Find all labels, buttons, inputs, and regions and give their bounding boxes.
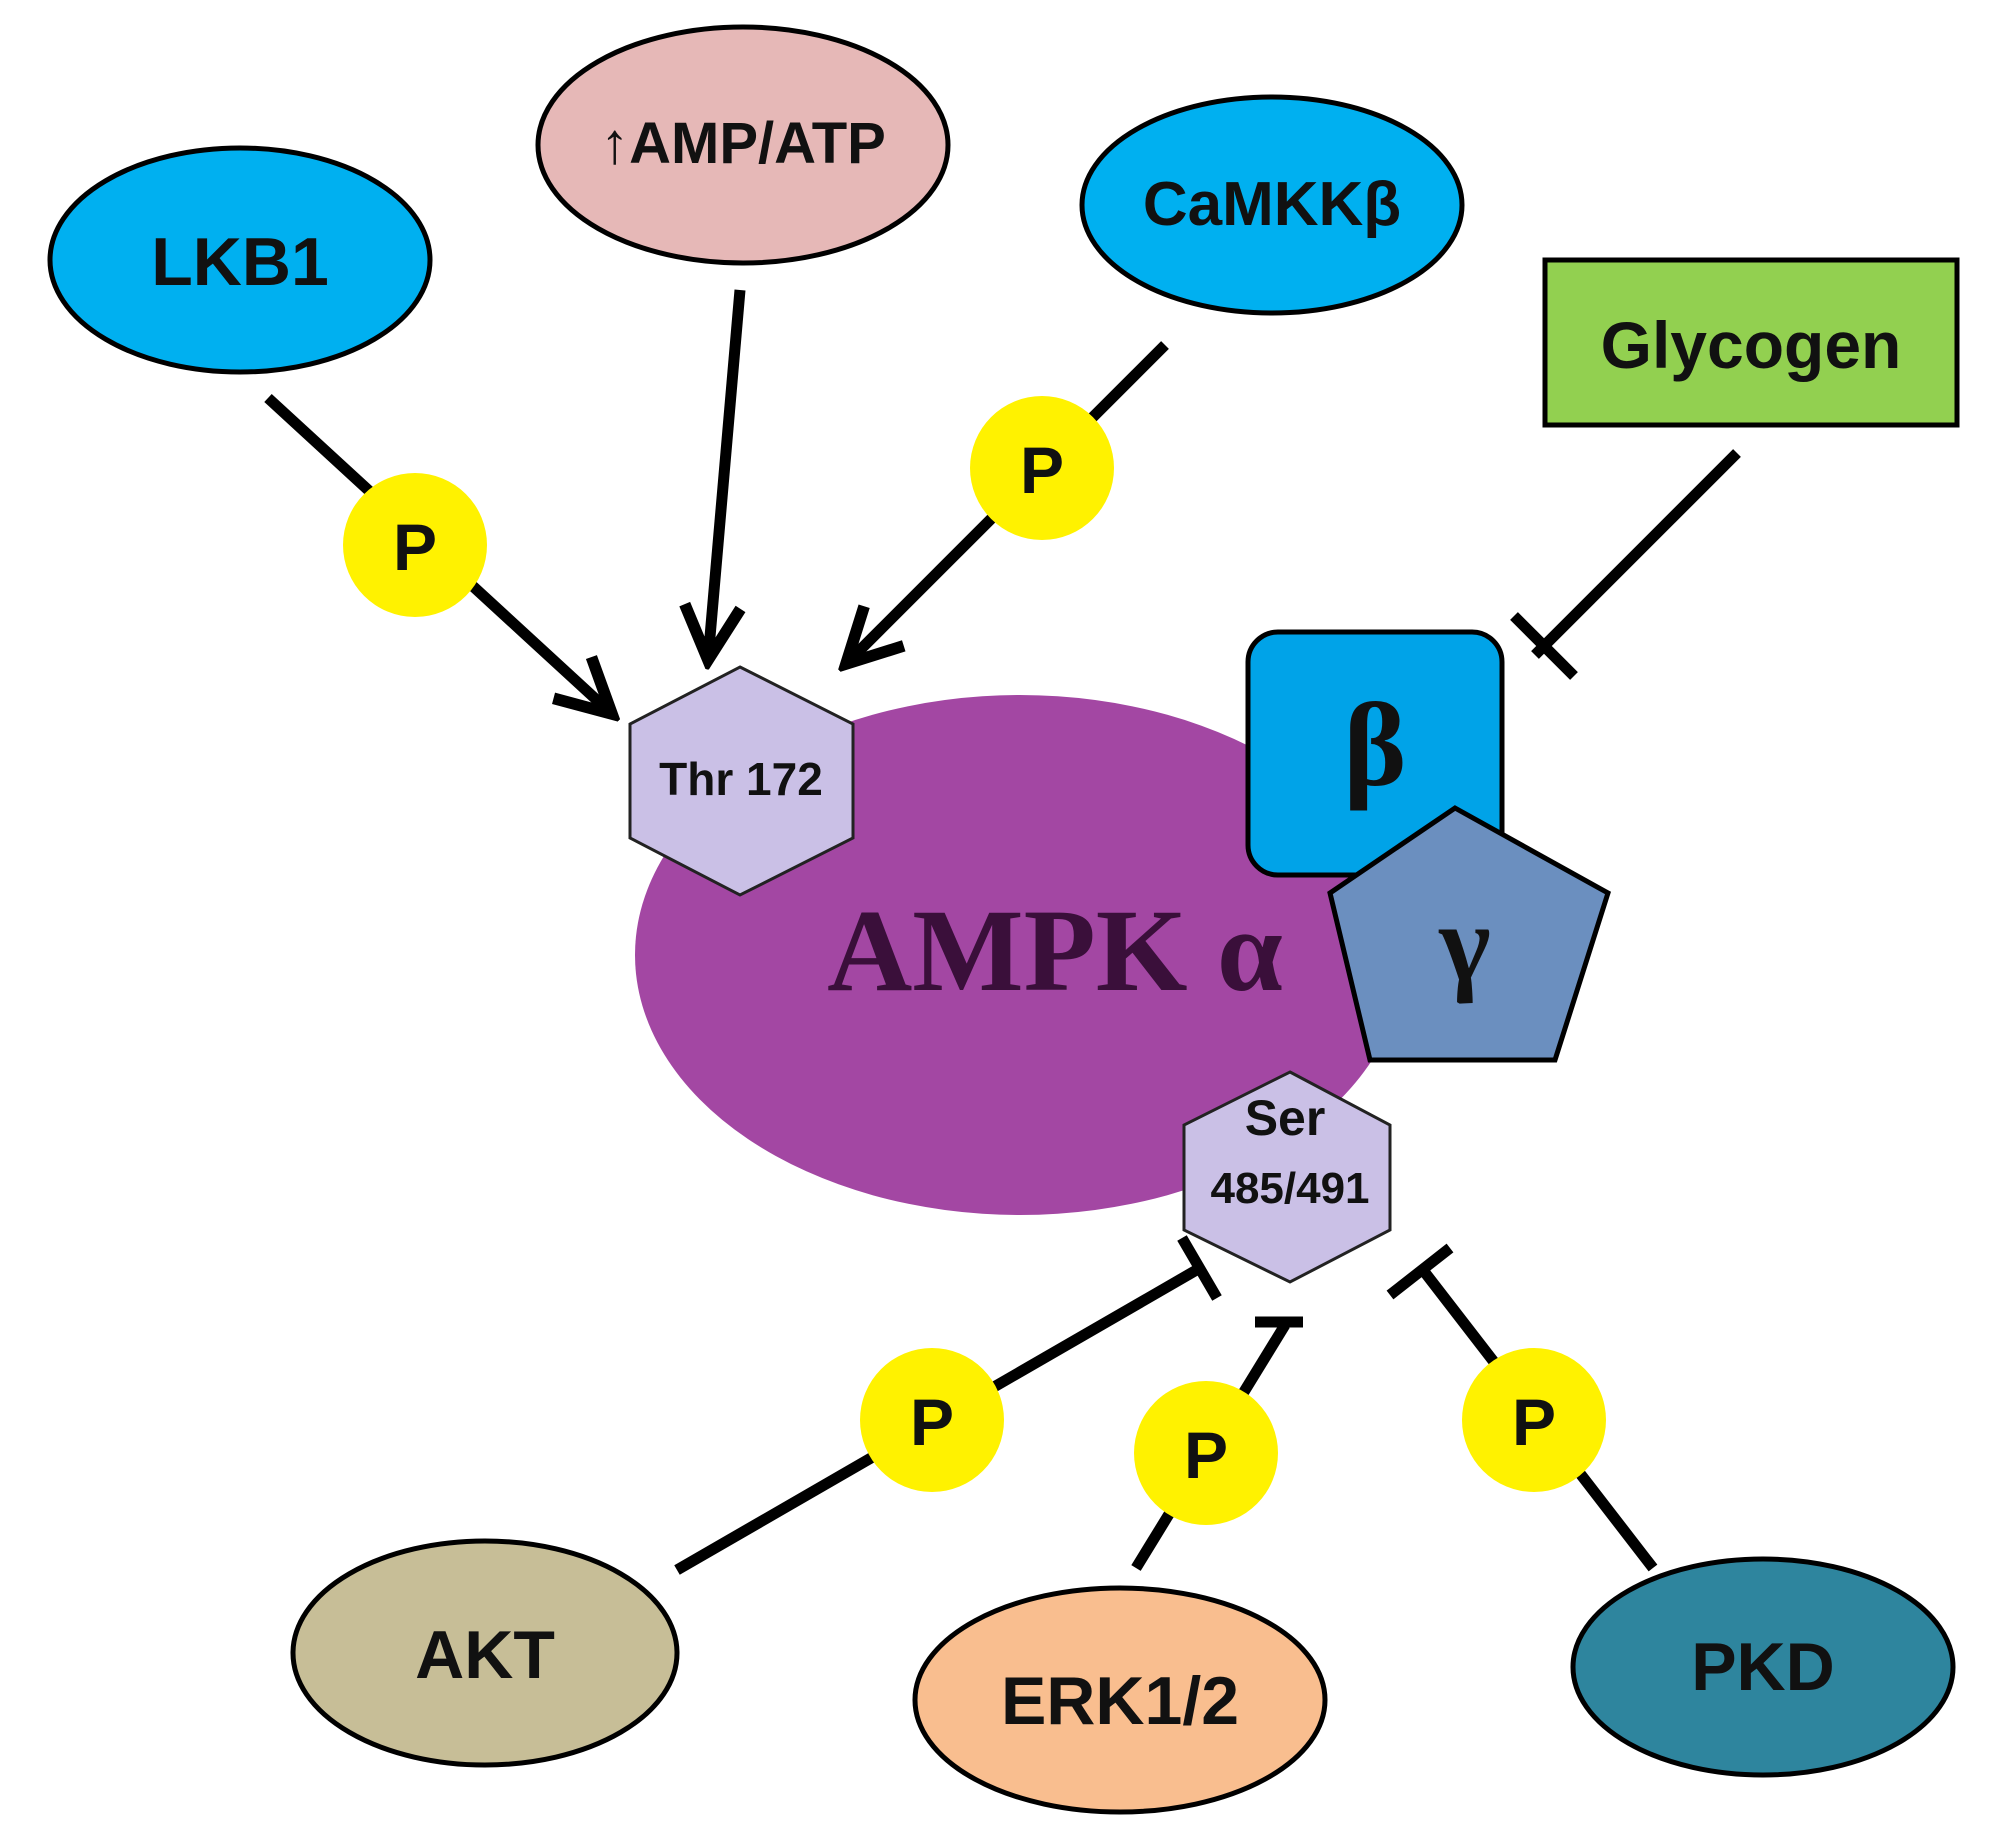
phospho-badge-erk: P [1134,1381,1278,1525]
phospho-circle [860,1348,1004,1492]
gamma-subunit [1327,805,1612,1063]
ampk-alpha-label: AMPK α [827,885,1283,1016]
increase-arrow-icon: ↑ [600,111,629,176]
amp-atp-text: ↑AMP/ATP [600,111,886,176]
ser485-label-line1: Ser [1245,1090,1326,1146]
thr172-label: Thr 172 [659,753,823,805]
pkd-node: PKD [1570,1556,1956,1778]
phospho-label: P [393,510,437,584]
phospho-badge-lkb1: P [343,473,487,617]
phospho-label: P [910,1385,954,1459]
phospho-label: P [1020,433,1064,507]
camkkb-node: CaMKKβ [1079,94,1465,316]
camkkb-ellipse [1079,94,1465,316]
amp-atp-node: ↑AMP/ATP [535,24,951,266]
lkb1-label: LKB1 [151,224,329,300]
phospho-circle [1462,1348,1606,1492]
akt-label: AKT [415,1617,555,1693]
phospho-circle [1134,1381,1278,1525]
phospho-label: P [1184,1418,1228,1492]
lkb1-node: LKB1 [47,145,433,375]
edge-glycogen-inhibits-beta [1510,449,1741,680]
thr172-site [628,665,855,897]
phospho-circle [343,473,487,617]
edge-amp-atp-to-thr172 [708,289,746,660]
pkd-ellipse [1570,1556,1956,1778]
pkd-label: PKD [1691,1629,1835,1705]
ser485-site [1182,1070,1392,1284]
phospho-badge-pkd: P [1462,1348,1606,1492]
glycogen-node: Glycogen [1542,257,1960,428]
beta-subunit-label: β [1343,678,1406,811]
phospho-badge-akt: P [860,1348,1004,1492]
phospho-circle [970,396,1114,540]
glycogen-label: Glycogen [1601,308,1902,382]
phospho-label: P [1512,1385,1556,1459]
akt-ellipse [290,1538,680,1768]
erk-ellipse [912,1585,1328,1815]
lkb1-ellipse [47,145,433,375]
akt-node: AKT [290,1538,680,1768]
glycogen-box [1542,257,1960,428]
camkkb-label: CaMKKβ [1143,170,1401,239]
gamma-subunit-label: γ [1438,882,1490,1004]
ser485-label-line2: 485/491 [1210,1164,1369,1213]
erk-label: ERK1/2 [1001,1663,1239,1739]
erk-node: ERK1/2 [912,1585,1328,1815]
amp-atp-ellipse [535,24,951,266]
amp-atp-label: AMP/ATP [629,111,886,176]
phospho-badge-camkkb: P [970,396,1114,540]
